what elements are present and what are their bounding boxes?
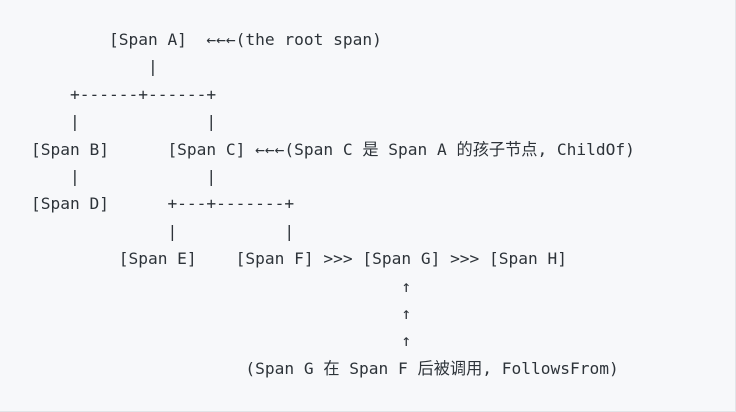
- art-line-up-arrow-2: ↑: [31, 303, 412, 323]
- art-line-follows-from-note: (Span G 在 Span F 后被调用, FollowsFrom): [31, 358, 619, 378]
- art-line-span-e-f-g-h: [Span E] [Span F] >>> [Span G] >>> [Span…: [31, 249, 568, 269]
- art-line-up-arrow-1: ↑: [31, 276, 412, 296]
- art-line-root-stem: |: [31, 57, 158, 77]
- art-line-span-b-span-c: [Span B] [Span C] ←←←(Span C 是 Span A 的孩…: [31, 139, 635, 159]
- art-line-root-branch: +------+------+: [31, 84, 217, 104]
- art-line-root-span: [Span A] ←←←(the root span): [31, 30, 382, 49]
- art-line-span-d-span-c-branch: [Span D] +---+-------+: [31, 194, 295, 214]
- art-line-branch-stems-upper: | |: [31, 112, 217, 132]
- art-line-span-c-child-stems: | |: [31, 221, 295, 241]
- art-line-branch-stems-lower: | |: [31, 166, 217, 186]
- span-tree-ascii-art: [Span A] ←←←(the root span) | +------+--…: [0, 26, 735, 382]
- art-line-up-arrow-3: ↑: [31, 331, 412, 351]
